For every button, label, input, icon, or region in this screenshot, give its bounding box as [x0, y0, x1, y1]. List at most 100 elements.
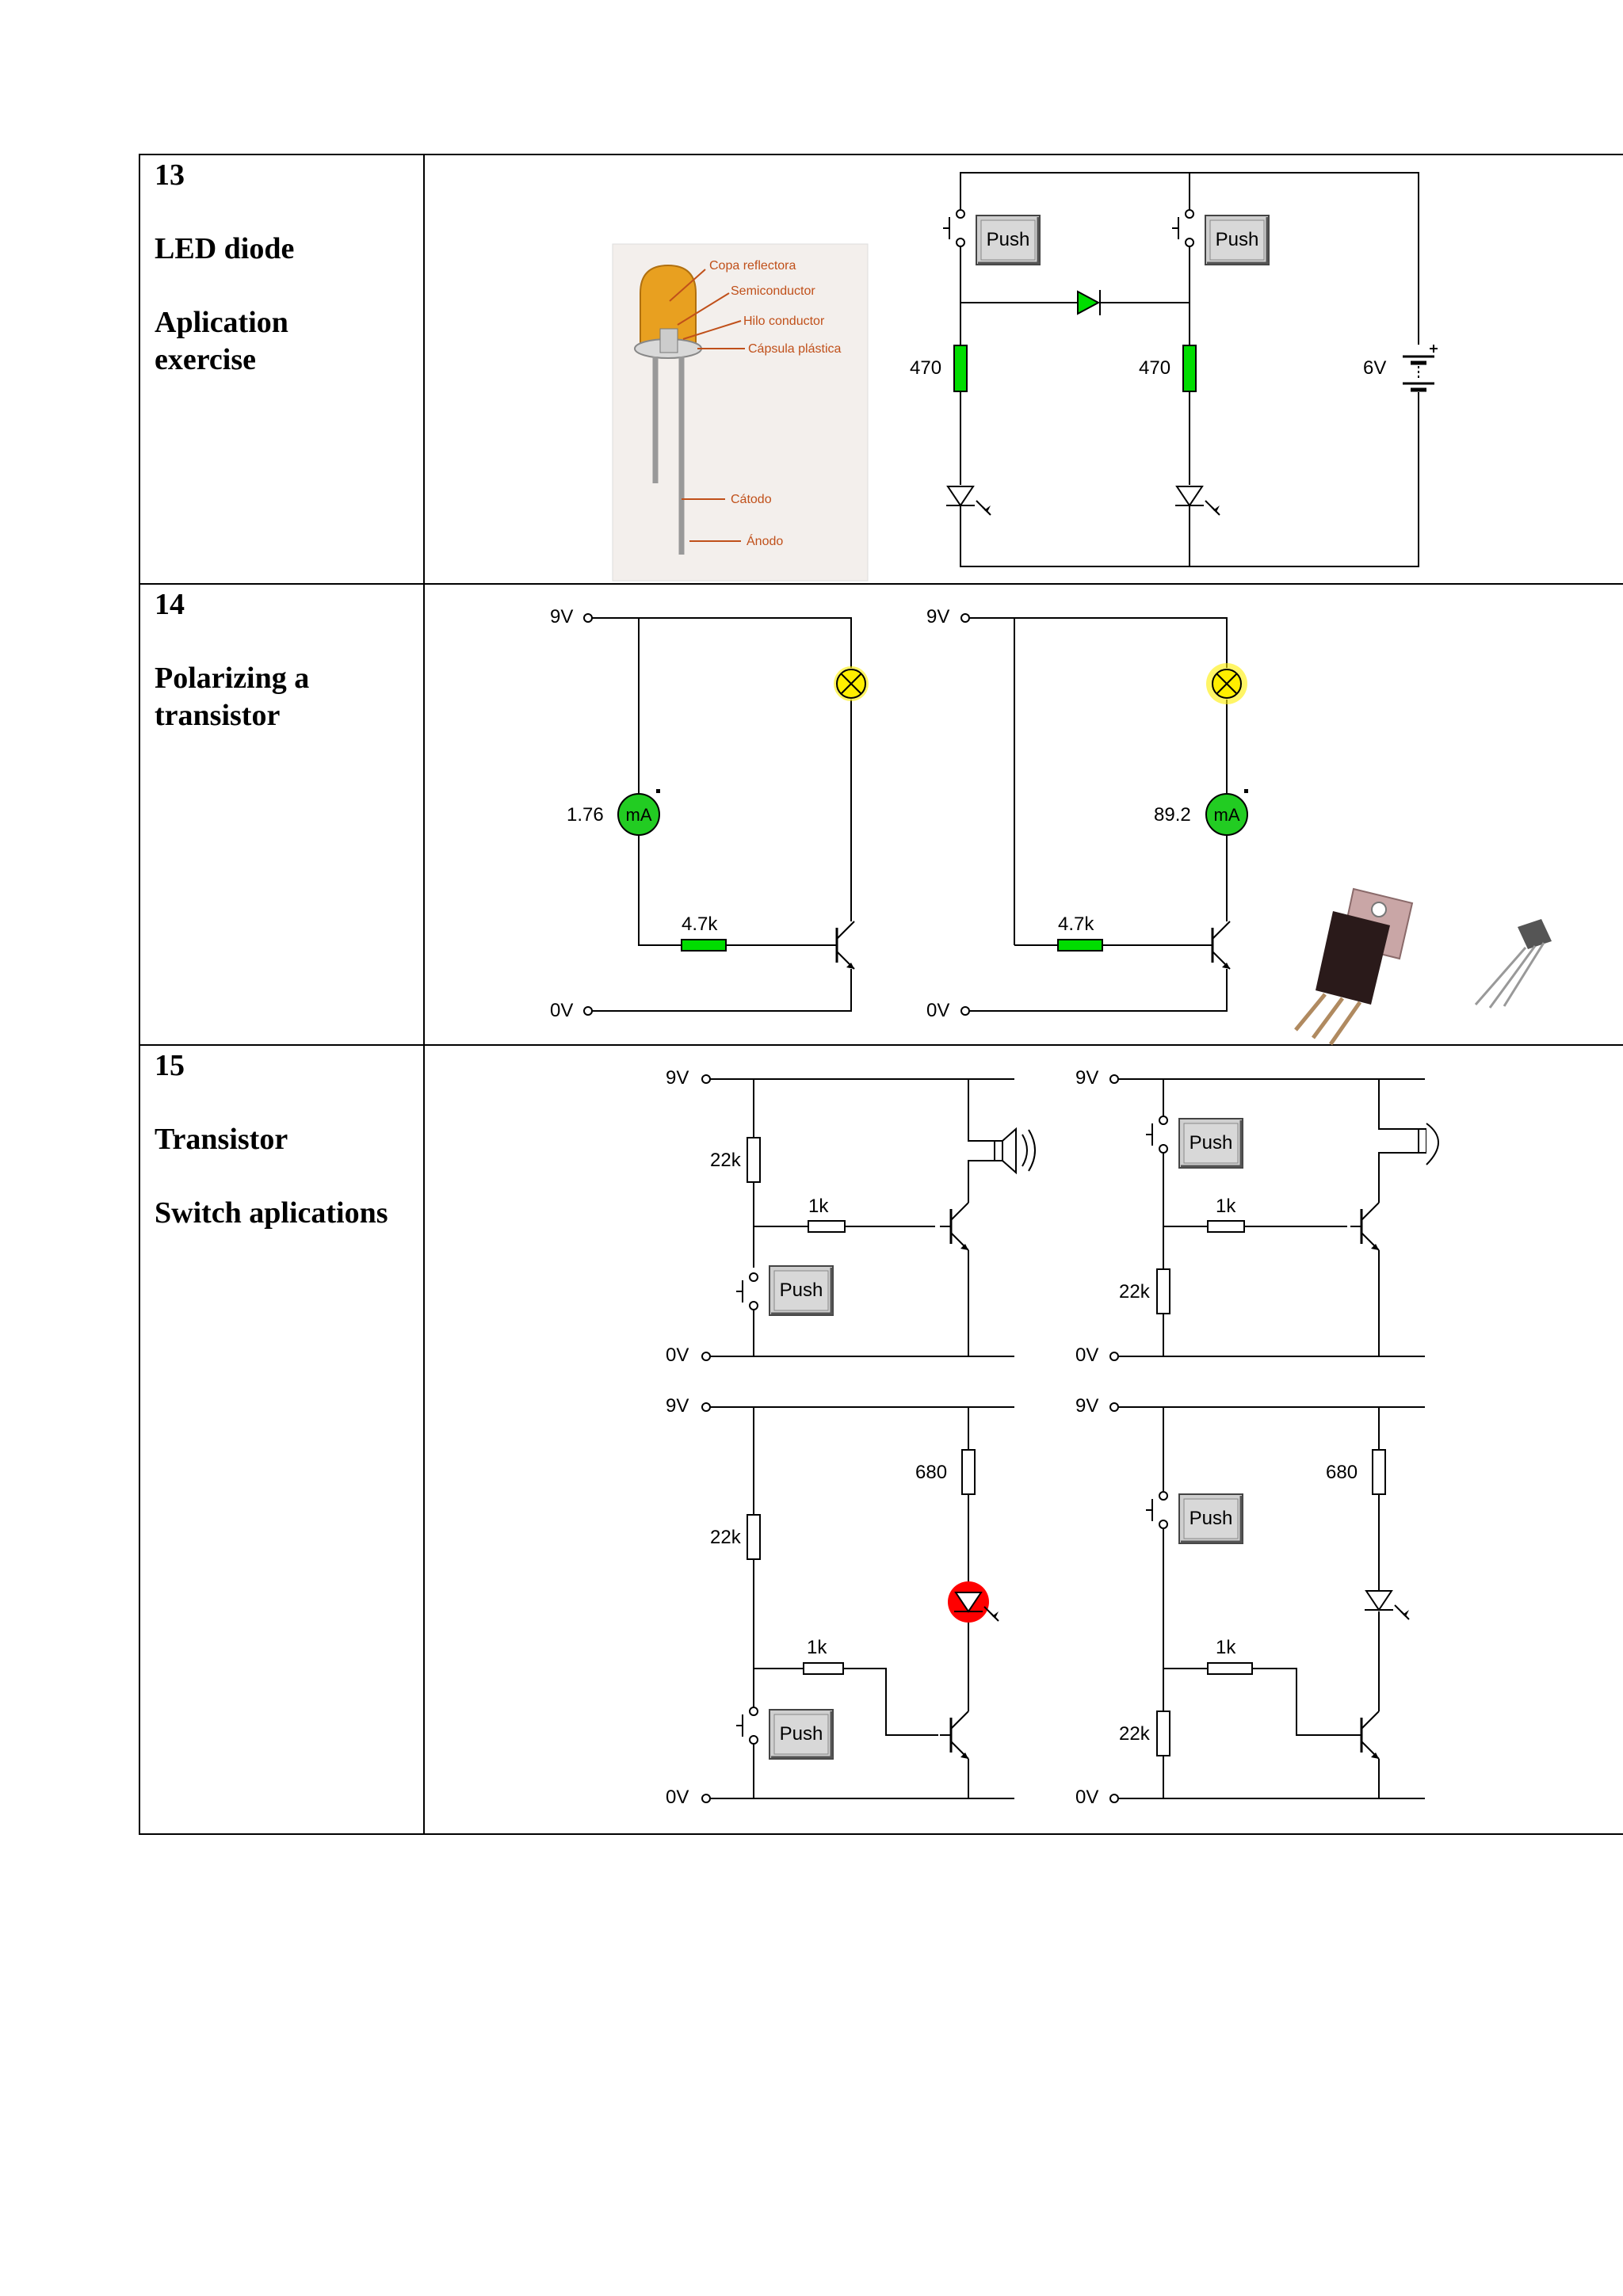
- photo-label-anodo: Ánodo: [747, 533, 783, 548]
- ground-label: 0V: [926, 1000, 949, 1021]
- led-left-icon: [945, 486, 991, 516]
- resistor-label-right: 470: [1139, 357, 1170, 379]
- row-number: 15: [155, 1049, 185, 1082]
- photo-label-catodo: Cátodo: [731, 493, 772, 506]
- lamp-icon: [834, 666, 869, 701]
- meter-reading: 89.2: [1154, 804, 1191, 826]
- resistor-label-left: 470: [910, 357, 941, 379]
- resistor-label: 1k: [1216, 1196, 1236, 1217]
- push-button[interactable]: Push: [768, 1708, 834, 1760]
- resistor-label: 680: [1326, 1462, 1358, 1483]
- photo-label-copa: Copa reflectora: [709, 259, 796, 273]
- meter-reading: 1.76: [567, 804, 604, 826]
- switch-circuit-led-d: 9V 0V Push 1k 22k 680: [1075, 1395, 1425, 1808]
- diode-symbol: [1077, 290, 1101, 315]
- ground-label: 0V: [666, 1787, 689, 1808]
- transistor-symbol: [1349, 1201, 1381, 1252]
- transistor-circuit-right: 9V 0V mA 89.2 4.7k: [926, 606, 1248, 1021]
- resistor-label: 1k: [807, 1637, 827, 1658]
- resistor-1k: [1207, 1662, 1253, 1675]
- svg-text:Push: Push: [1190, 1132, 1233, 1154]
- row-14-label: 14 Polarizing a transistor: [155, 586, 309, 734]
- resistor-4k7: [1057, 939, 1103, 952]
- row-title-line2: transistor: [155, 699, 281, 732]
- push-button[interactable]: Push: [1178, 1117, 1244, 1169]
- led-circuit-diagram: Push Push 470 470 6V: [910, 172, 1438, 567]
- resistor-470-right: [1182, 345, 1197, 392]
- buzzer-icon: [1418, 1123, 1439, 1165]
- transistor-circuit-left: 9V 0V mA 1.76 4.7k: [550, 606, 869, 1021]
- led-right-icon: [1174, 486, 1220, 516]
- resistor-label: 4.7k: [682, 913, 718, 935]
- transistor-symbol: [1349, 1710, 1381, 1760]
- supply-label: 9V: [550, 606, 573, 627]
- supply-label: 9V: [926, 606, 949, 627]
- ground-label: 0V: [1075, 1787, 1098, 1808]
- photo-label-hilo: Hilo conductor: [743, 315, 825, 328]
- switch-circuit-led-c: 9V 0V 22k 1k 680 Push: [666, 1395, 1014, 1808]
- row-subtitle-line1: Aplication: [155, 306, 288, 339]
- led-off-icon: [1364, 1590, 1410, 1620]
- push-button[interactable]: Push: [768, 1264, 834, 1317]
- transistor-symbol: [938, 1201, 970, 1252]
- switch-circuit-buzzer-b: 9V 0V Push 1k 22k: [1075, 1067, 1439, 1366]
- resistor-680: [1372, 1449, 1386, 1495]
- resistor-1k: [1207, 1220, 1245, 1233]
- small-transistor-photo: [1474, 919, 1552, 1009]
- ground-label: 0V: [666, 1344, 689, 1366]
- resistor-label: 22k: [1119, 1281, 1151, 1302]
- resistor-label: 22k: [710, 1150, 742, 1171]
- row-13-label: 13 LED diode Aplication exercise: [155, 157, 294, 379]
- resistor-label: 1k: [808, 1196, 829, 1217]
- lamp-icon: [1206, 663, 1247, 704]
- resistor-470-left: [953, 345, 968, 392]
- led-diode-photo: Copa reflectora Semiconductor Hilo condu…: [612, 243, 869, 582]
- row-subtitle: Switch aplications: [155, 1196, 388, 1230]
- row-15-label: 15 Transistor Switch aplications: [155, 1047, 388, 1232]
- resistor-680: [961, 1449, 976, 1495]
- supply-label: 9V: [666, 1067, 689, 1089]
- ammeter-icon: mA: [1205, 789, 1248, 836]
- resistor-label: 1k: [1216, 1637, 1236, 1658]
- push-button-right[interactable]: Push: [1204, 214, 1270, 266]
- svg-text:mA: mA: [626, 805, 652, 825]
- svg-text:Push: Push: [780, 1723, 823, 1745]
- row-title: LED diode: [155, 232, 295, 265]
- resistor-22k: [747, 1137, 761, 1183]
- power-transistor-photo: [1294, 887, 1414, 1046]
- ground-label: 0V: [550, 1000, 573, 1021]
- transistor-symbol: [938, 1710, 970, 1760]
- resistor-22k: [1156, 1268, 1170, 1314]
- supply-label: 9V: [1075, 1395, 1098, 1417]
- photo-label-semiconductor: Semiconductor: [731, 284, 815, 298]
- resistor-label: 680: [915, 1462, 947, 1483]
- resistor-22k: [1156, 1711, 1170, 1756]
- resistor-label: 4.7k: [1058, 913, 1094, 935]
- svg-text:Push: Push: [987, 229, 1030, 250]
- buzzer-icon: [994, 1127, 1036, 1175]
- resistor-label: 22k: [1119, 1723, 1151, 1745]
- push-button[interactable]: Push: [1178, 1493, 1244, 1545]
- svg-text:mA: mA: [1214, 805, 1240, 825]
- ground-label: 0V: [1075, 1344, 1098, 1366]
- svg-text:Push: Push: [1216, 229, 1259, 250]
- ammeter-icon: mA: [617, 789, 660, 836]
- table-grid: [139, 154, 1623, 1835]
- resistor-1k: [803, 1662, 844, 1675]
- svg-text:Push: Push: [780, 1280, 823, 1301]
- supply-label: 9V: [1075, 1067, 1098, 1089]
- supply-label: 9V: [666, 1395, 689, 1417]
- row-number: 14: [155, 588, 185, 621]
- transistor-symbol: [824, 920, 856, 971]
- resistor-label: 22k: [710, 1527, 742, 1548]
- resistor-1k: [808, 1220, 846, 1233]
- svg-text:Push: Push: [1190, 1508, 1233, 1529]
- resistor-4k7: [681, 939, 727, 952]
- row-title: Transistor: [155, 1123, 288, 1156]
- push-button-left[interactable]: Push: [975, 214, 1041, 266]
- led-lit-icon: [948, 1581, 999, 1623]
- battery-icon: [1403, 345, 1438, 392]
- switch-circuit-buzzer-a: 9V 0V 22k 1k Push: [666, 1067, 1036, 1366]
